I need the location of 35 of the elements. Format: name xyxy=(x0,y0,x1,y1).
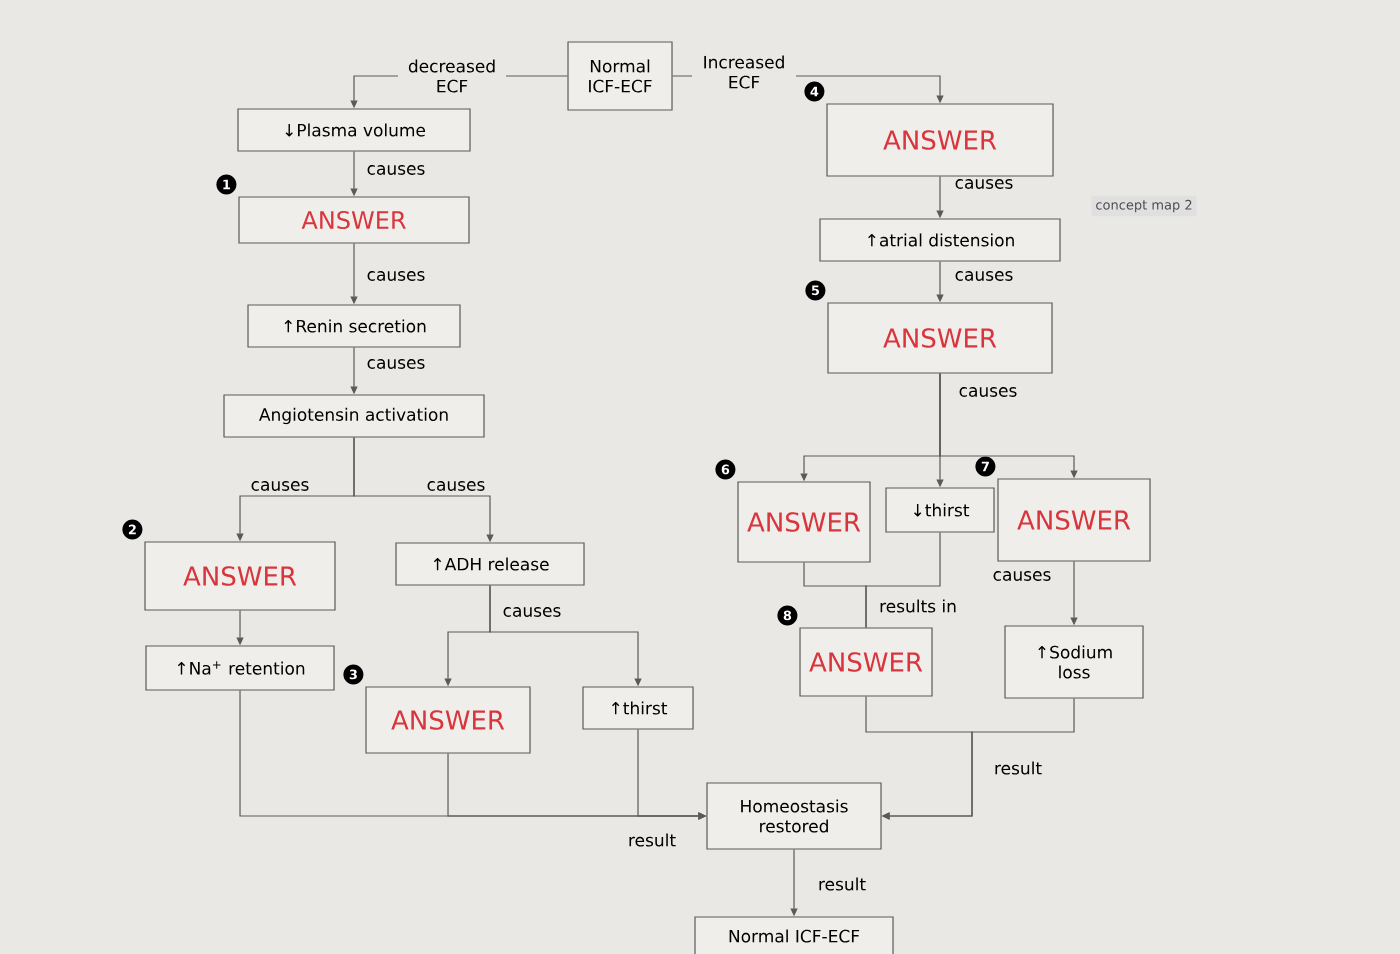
concept-box: ↑Sodium loss xyxy=(1004,625,1144,699)
answer-box: ANSWER xyxy=(827,302,1053,374)
edge-label: results in xyxy=(877,597,959,615)
concept-box: ↑thirst xyxy=(582,686,694,730)
edge-label: result xyxy=(815,875,869,893)
edge-label: causes xyxy=(424,479,488,493)
concept-box: Angiotensin activation xyxy=(223,394,485,438)
concept-box: ↓thirst xyxy=(885,487,995,533)
edge-label: causes xyxy=(364,357,428,371)
concept-box: ↑Na$^{+}$ retention xyxy=(145,645,335,691)
edge-label: causes xyxy=(500,605,564,619)
answer-box: ANSWER xyxy=(238,196,470,244)
concept-box: Homeostasis restored xyxy=(706,782,882,850)
edge-label: causes xyxy=(956,385,1020,399)
answer-box: ANSWER xyxy=(826,103,1054,177)
edge-label: causes xyxy=(364,163,428,177)
edge-label: causes xyxy=(364,269,428,283)
edge-label: causes xyxy=(952,269,1016,283)
edge-label: causes xyxy=(248,479,312,493)
edge-label: result xyxy=(625,831,679,849)
concept-box: ↑ADH release xyxy=(395,542,585,586)
edge-label: causes xyxy=(990,569,1054,583)
concept-box: Normal ICF-ECF xyxy=(567,41,673,111)
answer-box: ANSWER xyxy=(365,686,531,754)
answer-box: ANSWER xyxy=(737,481,871,563)
answer-box: ANSWER xyxy=(144,541,336,611)
edge-label: Increased ECF xyxy=(692,53,796,91)
edge-label: causes xyxy=(952,177,1016,191)
edge-label: decreased ECF xyxy=(398,57,506,95)
concept-box: Normal ICF-ECF xyxy=(694,916,894,954)
concept-box: ↓Plasma volume xyxy=(237,108,471,152)
concept-box: ↑Renin secretion xyxy=(247,304,461,348)
concept-box: ↑atrial distension xyxy=(819,218,1061,262)
answer-box: ANSWER xyxy=(799,627,933,697)
edge-label: result xyxy=(991,759,1045,777)
